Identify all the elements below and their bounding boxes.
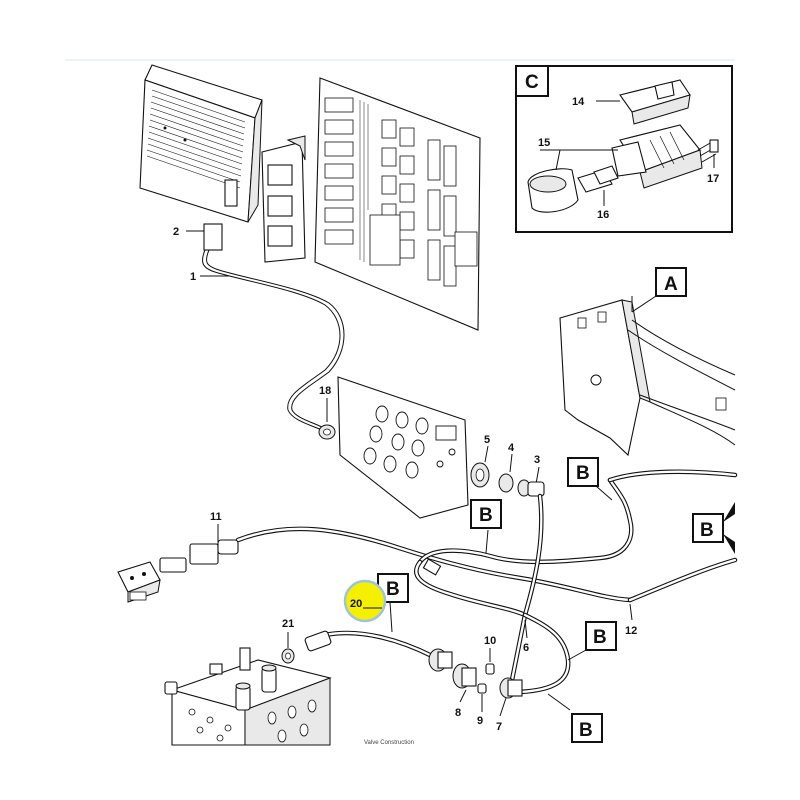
electronic-control-unit-icon [139, 64, 263, 223]
callout-7: 7 [496, 721, 502, 733]
box-label-c: C [525, 72, 539, 93]
callout-8: 8 [455, 707, 461, 719]
callout-16: 16 [597, 209, 609, 221]
box-b-3 [692, 513, 724, 543]
box-label-b-5: B [593, 627, 607, 648]
callout-14: 14 [572, 96, 585, 108]
box-label-b-6: B [579, 720, 593, 741]
connector-detail-icon [515, 65, 733, 233]
box-label-b-3: B [700, 520, 714, 541]
callout-21: 21 [282, 618, 294, 630]
callout-4: 4 [508, 442, 515, 454]
callout-6: 6 [523, 642, 529, 654]
fittings-icon [470, 445, 545, 497]
mounting-bracket-icon [261, 135, 306, 263]
lower-fittings-icon [428, 648, 523, 717]
callout-10: 10 [484, 635, 496, 647]
box-b-2 [567, 457, 599, 487]
callout-3: 3 [534, 454, 540, 466]
callout-20: 20 [350, 598, 362, 610]
sensor-icon [117, 524, 239, 603]
footer-caption: Valve Construction [364, 740, 414, 746]
box-label-a: A [664, 274, 678, 295]
callout-18: 18 [319, 385, 331, 397]
box-b-1 [470, 499, 502, 529]
frame-plate-icon [559, 295, 736, 457]
box-b-5 [585, 621, 617, 651]
callout-17: 17 [707, 173, 719, 185]
box-label-b-4: B [386, 579, 400, 600]
callout-2: 2 [173, 226, 179, 238]
valve-block-icon [164, 647, 332, 746]
callout-5: 5 [484, 434, 490, 446]
highlight-marker-20 [343, 579, 387, 623]
dash-panel-icon [337, 376, 469, 519]
box-a [655, 267, 687, 297]
box-label-b-2: B [576, 463, 590, 484]
callout-9: 9 [477, 715, 483, 727]
callout-12: 12 [625, 625, 637, 637]
harness-ecu [186, 223, 345, 431]
callout-11: 11 [210, 511, 222, 523]
callout-1: 1 [190, 271, 196, 283]
cable-fitting-icon [304, 630, 332, 652]
box-label-b-1: B [479, 505, 493, 526]
box-b-6 [571, 713, 603, 743]
callout-15: 15 [538, 137, 550, 149]
relay-board-icon [314, 77, 481, 331]
